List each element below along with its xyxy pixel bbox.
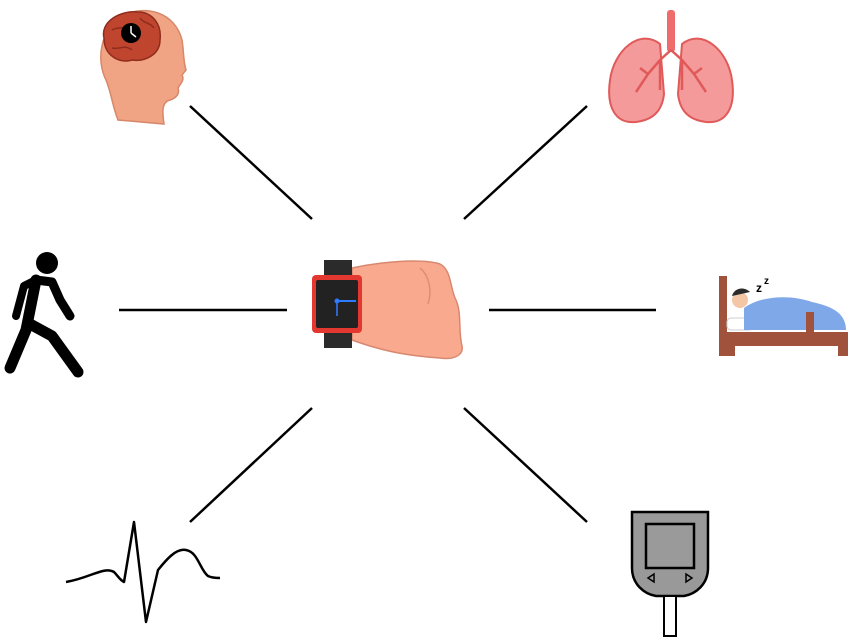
- connector-glucose: [464, 408, 587, 522]
- brain-with-clock-icon: [101, 11, 186, 124]
- smartwatch-on-wrist-icon: [312, 260, 462, 359]
- sleeping-person-in-bed-icon: z z: [719, 276, 848, 356]
- lungs-icon: [609, 10, 733, 122]
- connector-lungs: [464, 106, 587, 219]
- svg-text:z: z: [764, 276, 769, 287]
- connector-brain: [190, 106, 312, 219]
- glucose-meter-icon: [632, 512, 708, 636]
- walking-person-icon: [10, 252, 78, 372]
- svg-text:z: z: [756, 281, 762, 295]
- ecg-waveform-icon: [66, 522, 220, 622]
- connector-ecg: [190, 408, 312, 522]
